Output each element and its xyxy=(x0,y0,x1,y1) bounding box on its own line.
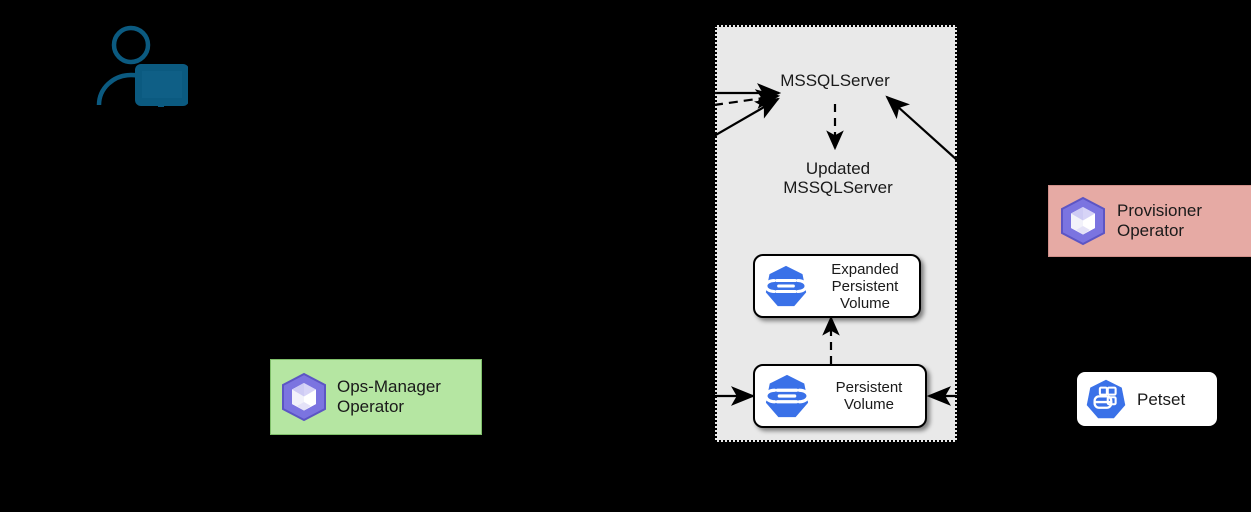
provisioner-operator-label: Provisioner Operator xyxy=(1117,201,1203,240)
expanded-persistent-volume-label: Expanded Persistent Volume xyxy=(831,260,899,312)
user-computer-icon xyxy=(96,25,188,107)
expanded-persistent-volume-box[interactable]: Expanded Persistent Volume xyxy=(753,254,921,318)
persistent-volume-box[interactable]: Persistent Volume xyxy=(753,364,927,428)
operator-cube-icon xyxy=(1049,195,1117,247)
ops-manager-operator-label: Ops-Manager Operator xyxy=(337,377,441,416)
kubernetes-petset-icon xyxy=(1077,378,1135,420)
petset-label: Petset xyxy=(1137,389,1186,409)
kubernetes-persistent-volume-icon xyxy=(755,373,819,419)
operator-cube-icon xyxy=(271,371,337,423)
label-mssqlserver: MSSQLServer xyxy=(780,71,890,90)
ops-manager-operator-box[interactable]: Ops-Manager Operator xyxy=(270,359,482,435)
petset-box[interactable]: Petset xyxy=(1075,370,1219,428)
label-updated-mssqlserver: Updated MSSQLServer xyxy=(783,159,893,197)
provisioner-operator-box[interactable]: Provisioner Operator xyxy=(1048,185,1251,257)
persistent-volume-label: Persistent Volume xyxy=(835,379,903,413)
kubernetes-persistent-volume-icon xyxy=(755,264,817,308)
